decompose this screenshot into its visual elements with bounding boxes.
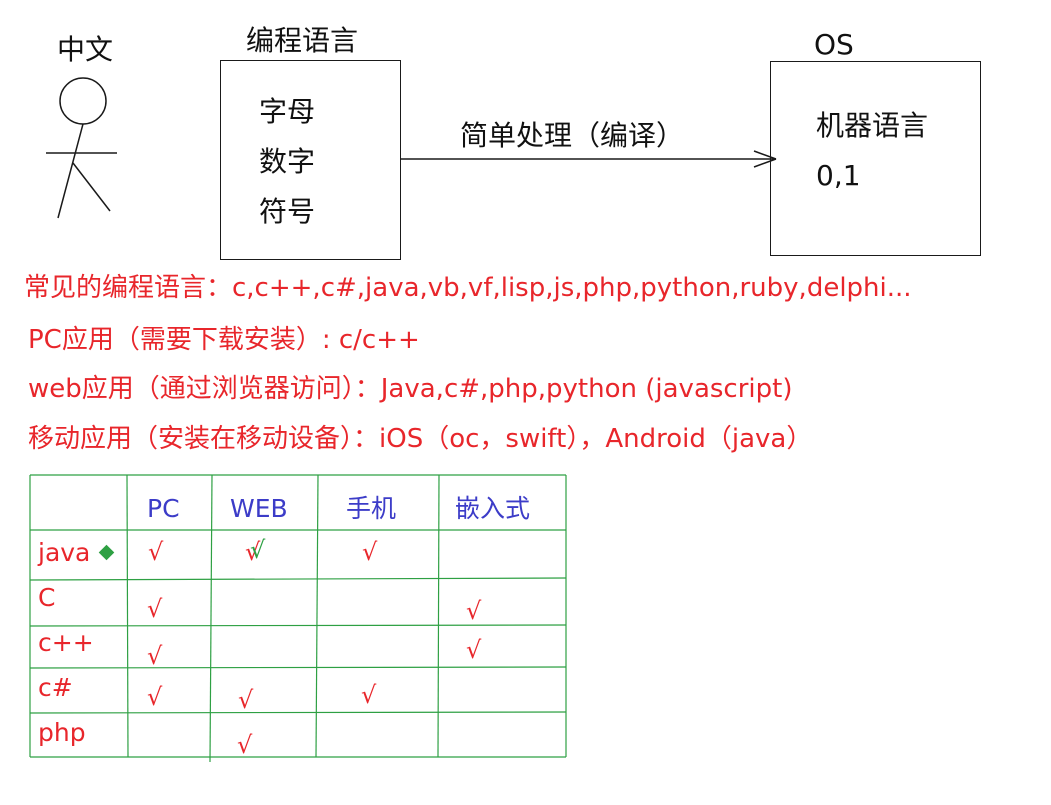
arrow-icon <box>401 150 777 168</box>
table-row-java: java <box>38 538 91 567</box>
os-line: 0,1 <box>816 159 861 192</box>
table-row-csharp: c# <box>38 673 73 702</box>
table-row-cpp: c++ <box>38 628 94 657</box>
check-mark: √ <box>147 642 163 670</box>
table-row-php: php <box>38 718 86 747</box>
os-line: 机器语言 <box>816 109 929 142</box>
check-mark: √ <box>147 595 163 623</box>
lang-item: 符号 <box>259 195 316 228</box>
note-mobile-apps: 移动应用（安装在移动设备）：iOS（oc，swift），Android（java… <box>28 424 813 454</box>
check-mark: √ <box>237 731 253 759</box>
lang-box-title: 编程语言 <box>246 24 359 57</box>
check-mark: √ <box>245 538 261 566</box>
note-pc-apps: PC应用（需要下载安装）: c/c++ <box>28 325 420 355</box>
table-row-c: C <box>38 583 56 612</box>
check-mark: √ <box>148 538 164 566</box>
table-grid <box>29 474 567 763</box>
lang-box: 字母 数字 符号 <box>220 60 401 260</box>
os-box-title: OS <box>814 28 854 61</box>
table-header-pc: PC <box>147 494 180 523</box>
diamond-icon <box>98 544 115 561</box>
check-mark: √ <box>238 686 254 714</box>
arrow-label: 简单处理（编译） <box>460 119 685 152</box>
check-mark: √ <box>362 538 378 566</box>
table-header-web: WEB <box>230 494 288 523</box>
check-mark: √ <box>147 683 163 711</box>
check-mark-overlay: √ <box>250 536 266 564</box>
note-web-apps: web应用（通过浏览器访问）：Java,c#,php,python (javas… <box>28 374 793 404</box>
table-header-mobile: 手机 <box>346 494 397 523</box>
check-mark: √ <box>361 681 377 709</box>
table-header-embedded: 嵌入式 <box>455 494 531 523</box>
stick-figure-icon <box>46 77 117 219</box>
os-box: 机器语言 0,1 <box>770 61 981 256</box>
check-mark: √ <box>466 636 482 664</box>
note-common-languages: 常见的编程语言：c,c++,c#,java,vb,vf,lisp,js,php,… <box>24 273 912 303</box>
lang-item: 字母 <box>259 95 316 128</box>
person-label: 中文 <box>57 33 114 66</box>
lang-item: 数字 <box>259 145 316 178</box>
check-mark: √ <box>466 597 482 625</box>
